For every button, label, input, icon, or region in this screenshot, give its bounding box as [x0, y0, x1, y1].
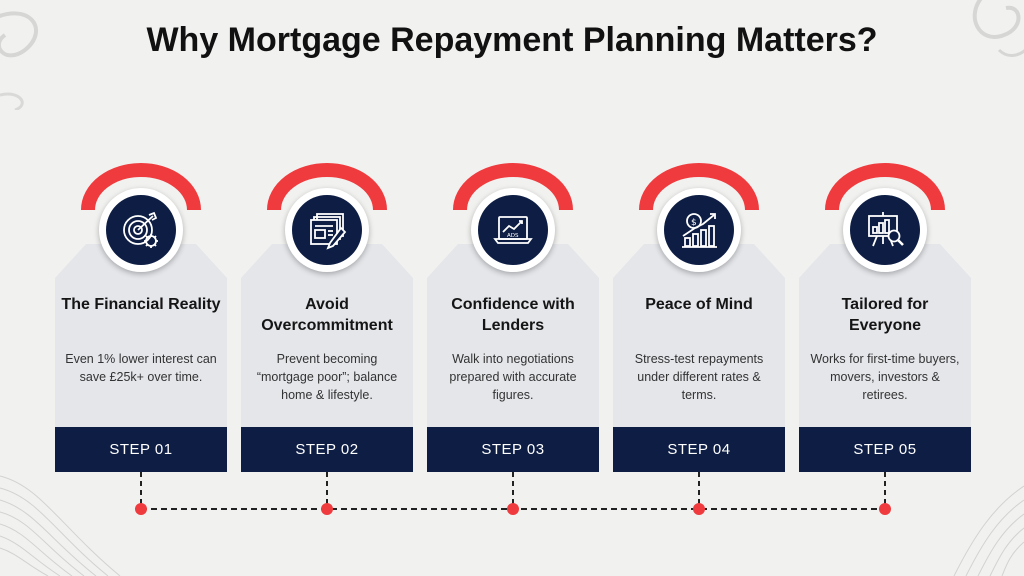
step-description: Even 1% lower interest can save £25k+ ov…: [65, 352, 217, 384]
timeline-dot-5: [879, 503, 891, 515]
timeline-dot-4: [693, 503, 705, 515]
icon-badge: [285, 188, 369, 272]
step-label: STEP 03: [427, 427, 599, 472]
icon-badge: ADS: [471, 188, 555, 272]
step-title: Confidence with Lenders: [451, 296, 575, 334]
icon-badge: [99, 188, 183, 272]
step-card-5: Tailored for Everyone Works for first-ti…: [799, 163, 971, 472]
card-body: [613, 244, 785, 427]
step-description: Stress-test repayments under different r…: [634, 352, 764, 402]
svg-text:ADS: ADS: [507, 233, 519, 239]
page-title: Why Mortgage Repayment Planning Matters?: [146, 21, 878, 59]
card-body: [241, 244, 413, 427]
document-pen-icon: [310, 213, 347, 250]
step-description: Works for first-time buyers, movers, inv…: [810, 352, 960, 402]
step-card-3: ADS Confidence with Lenders Walk into ne…: [427, 163, 599, 472]
card-body: [427, 244, 599, 427]
step-label: STEP 01: [55, 427, 227, 472]
red-arc-decoration: [81, 163, 201, 211]
step-label: STEP 04: [613, 427, 785, 472]
step-card-4: $ Peace of Mind Stress-test repayments u…: [613, 163, 785, 472]
card-body: [55, 244, 227, 427]
step-title: Peace of Mind: [645, 296, 753, 313]
step-description: Walk into negotiations prepared with acc…: [449, 352, 577, 402]
timeline-connector: [135, 472, 891, 515]
step-label: STEP 02: [241, 427, 413, 472]
red-arc-decoration: [825, 163, 945, 211]
target-gear-icon: [123, 211, 158, 248]
timeline-dot-1: [135, 503, 147, 515]
icon-badge: [843, 188, 927, 272]
step-card-1: The Financial Reality Even 1% lower inte…: [55, 163, 227, 472]
svg-text:$: $: [691, 218, 697, 228]
coin-growth-chart-icon: $: [682, 213, 717, 248]
card-body: [799, 244, 971, 427]
icon-badge: $: [657, 188, 741, 272]
step-title: Avoid Overcommitment: [261, 296, 393, 334]
step-card-2: Avoid Overcommitment Prevent becoming “m…: [241, 163, 413, 472]
step-label: STEP 05: [799, 427, 971, 472]
red-arc-decoration: [453, 163, 573, 211]
timeline-dot-3: [507, 503, 519, 515]
timeline-dot-2: [321, 503, 333, 515]
step-title: Tailored for Everyone: [841, 296, 929, 334]
red-arc-decoration: [267, 163, 387, 211]
red-arc-decoration: [639, 163, 759, 211]
laptop-ads-chart-icon: ADS: [493, 216, 533, 244]
presentation-magnifier-icon: [868, 212, 904, 247]
step-title: The Financial Reality: [61, 296, 221, 313]
step-description: Prevent becoming “mortgage poor”; balanc…: [256, 352, 398, 402]
